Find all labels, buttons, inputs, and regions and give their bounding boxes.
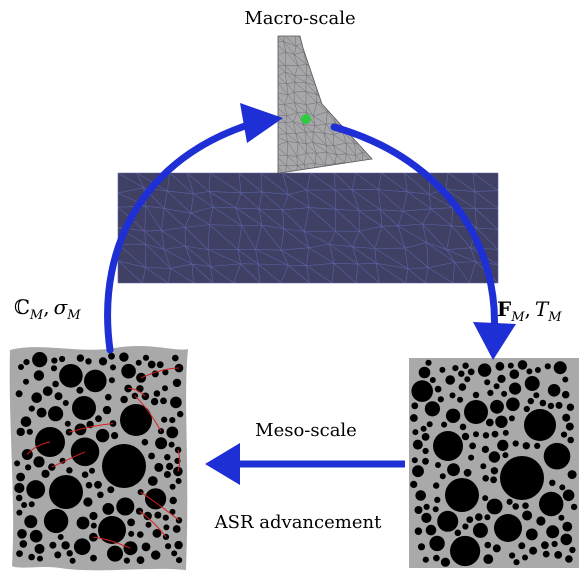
transfer-arrows	[104, 103, 516, 485]
downscale-arrowhead	[473, 322, 516, 360]
macro-scale-title: Macro-scale	[244, 8, 355, 29]
undeformed-specimen	[409, 358, 579, 568]
downscale-arrow	[330, 123, 498, 339]
asr-advancement-label: ASR advancement	[214, 512, 382, 533]
homogenized-quantities-label: ℂM,σM	[14, 295, 81, 323]
deformed-specimen	[9, 346, 189, 571]
upscale-arrow	[104, 116, 269, 354]
gauss-point	[301, 114, 311, 124]
asr-arrowhead	[205, 443, 240, 485]
meso-scale-title: Meso-scale	[255, 420, 357, 441]
foundation-mesh	[117, 172, 499, 284]
dam-mesh	[277, 35, 373, 174]
macro-state-label: FM,TM	[497, 297, 562, 325]
upscale-arrowhead	[240, 103, 283, 143]
